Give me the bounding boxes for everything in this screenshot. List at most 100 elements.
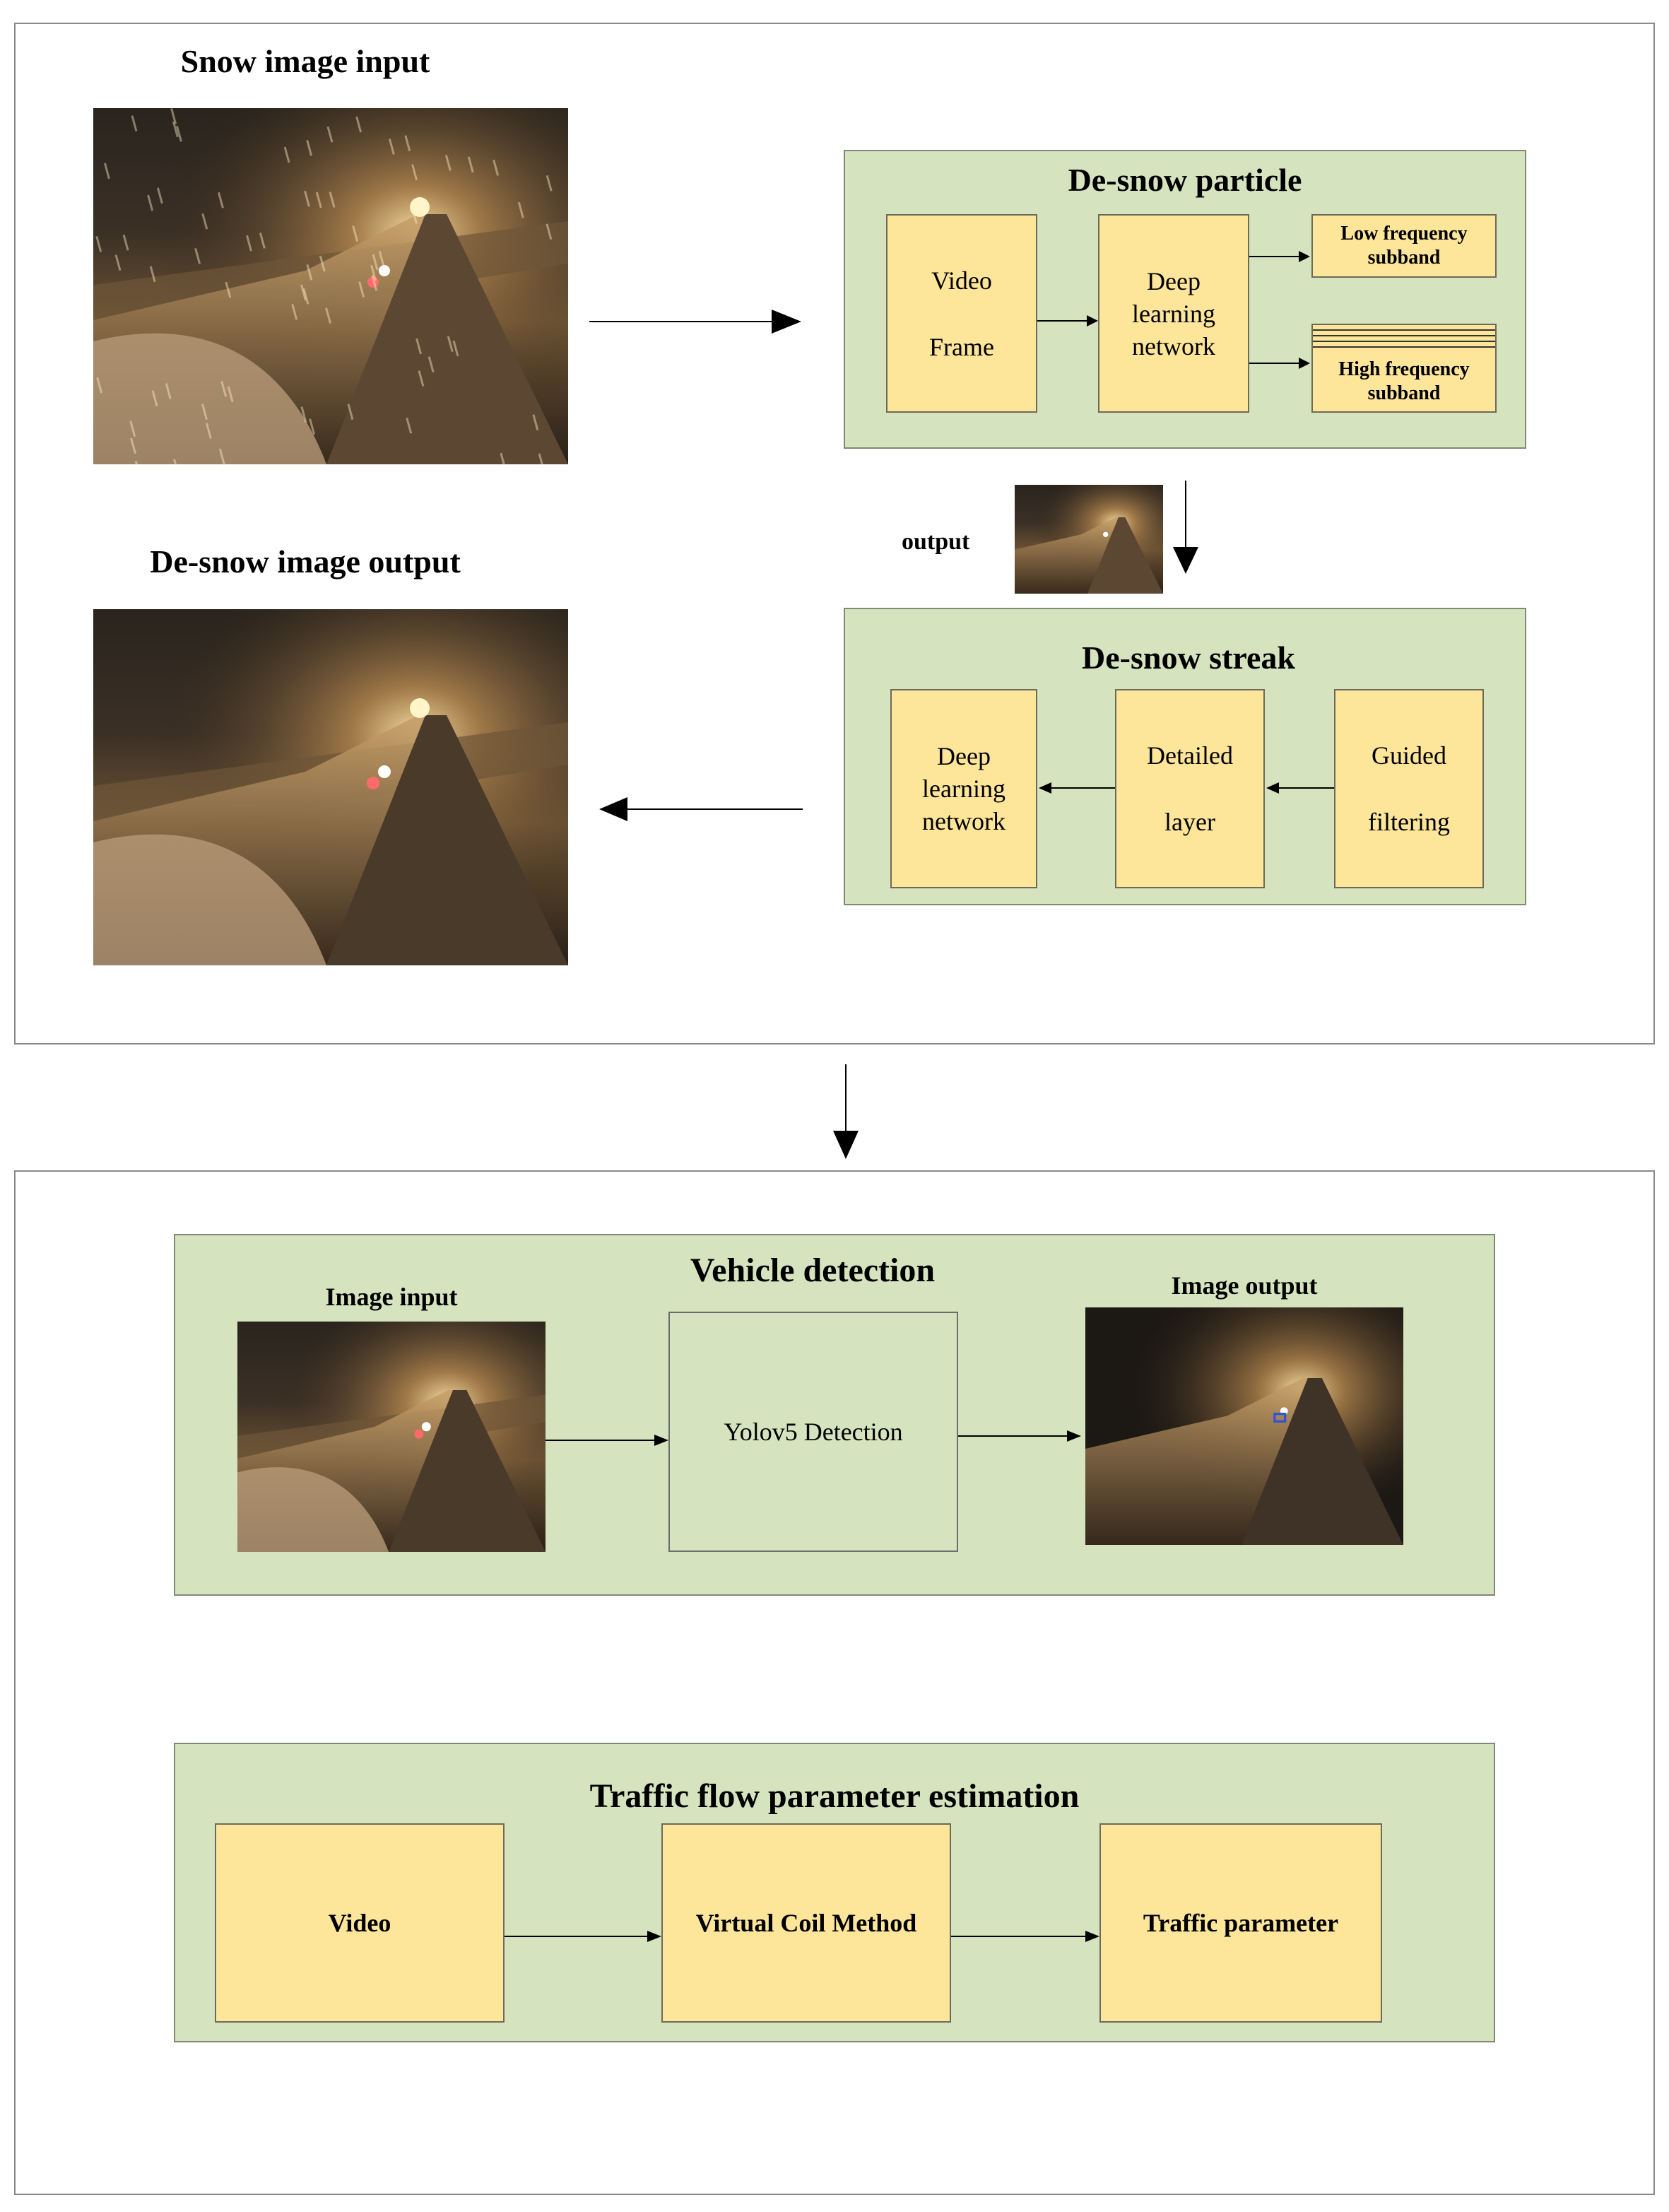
streak-deep-network-box: Deep learning network bbox=[890, 689, 1037, 888]
snow-streak bbox=[95, 235, 102, 252]
snow-streak bbox=[246, 235, 252, 252]
high-freq-line2: subband bbox=[1367, 382, 1441, 404]
snow-streak bbox=[355, 116, 362, 133]
snow-streak bbox=[545, 223, 553, 240]
image-output-label: Image output bbox=[1171, 1271, 1318, 1300]
snow-streak bbox=[444, 155, 452, 171]
arrow-to-detection-stage bbox=[833, 1064, 859, 1159]
desnow-streak-title: De-snow streak bbox=[1082, 640, 1295, 676]
desnow-output-image bbox=[93, 609, 568, 965]
snow-streak bbox=[304, 190, 310, 207]
video-box: Video bbox=[215, 1823, 505, 2023]
traffic-flow-title: Traffic flow parameter estimation bbox=[589, 1777, 1080, 1815]
snow-streak bbox=[315, 192, 322, 208]
snow-streak bbox=[517, 201, 524, 218]
snow-streak bbox=[358, 281, 365, 298]
snow-streak bbox=[129, 420, 136, 437]
snow-streak bbox=[165, 383, 172, 399]
arrow-to-streak bbox=[1173, 481, 1198, 574]
video-frame-line1: Video bbox=[931, 266, 992, 295]
desnow-particle-title: De-snow particle bbox=[1068, 162, 1302, 198]
snow-streak bbox=[371, 275, 378, 291]
snow-streak bbox=[378, 251, 385, 267]
snow-streak bbox=[500, 452, 505, 464]
snow-streak bbox=[201, 404, 208, 420]
high-freq-line1: High frequency bbox=[1338, 358, 1470, 380]
detection-arrows bbox=[545, 1430, 1081, 1446]
snow-streak bbox=[452, 340, 459, 357]
virtual-coil-label: Virtual Coil Method bbox=[695, 1909, 917, 1937]
guided-filtering-line1: Guided bbox=[1372, 741, 1446, 770]
snow-streak bbox=[114, 254, 122, 271]
snow-streak bbox=[352, 225, 359, 242]
snow-streak bbox=[319, 255, 326, 272]
yolov5-detection-label: Yolov5 Detection bbox=[724, 1418, 903, 1446]
output-label: output bbox=[902, 529, 970, 555]
detection-output-image bbox=[1085, 1307, 1403, 1545]
streak-deep-line2: learning bbox=[922, 775, 1005, 803]
snow-streak bbox=[147, 194, 154, 211]
snow-streak bbox=[103, 163, 110, 180]
snow-streak bbox=[370, 264, 377, 281]
particle-arrows bbox=[1037, 251, 1310, 369]
snow-streak bbox=[194, 247, 201, 264]
particle-deep-line3: network bbox=[1132, 331, 1215, 360]
snow-streak bbox=[532, 414, 539, 431]
snow-streak bbox=[372, 254, 379, 271]
snow-streak bbox=[326, 126, 334, 143]
snow-streak bbox=[96, 377, 103, 394]
snow-streak bbox=[218, 448, 225, 464]
snow-streak bbox=[173, 459, 177, 464]
snow-streak bbox=[220, 380, 228, 397]
snow-streak bbox=[175, 125, 182, 142]
snow-streak bbox=[225, 281, 232, 298]
snow-streak bbox=[309, 418, 316, 435]
snow-streak bbox=[227, 386, 234, 403]
snow-streak bbox=[291, 303, 298, 320]
snow-streak bbox=[467, 156, 474, 173]
snow-streak bbox=[427, 356, 435, 373]
particle-deep-line2: learning bbox=[1132, 299, 1215, 328]
detailed-layer-box: Detailed layer bbox=[1115, 689, 1265, 888]
snow-streak bbox=[545, 175, 553, 192]
traffic-parameter-label: Traffic parameter bbox=[1143, 1909, 1339, 1937]
snow-streak bbox=[170, 108, 177, 124]
snow-streak bbox=[156, 187, 163, 204]
high-freq-stripes bbox=[1313, 325, 1495, 351]
snow-streak bbox=[302, 288, 309, 305]
arrow-to-particle bbox=[589, 310, 801, 334]
video-frame-line2: Frame bbox=[929, 332, 994, 361]
vehicle-detection-bbox bbox=[1273, 1413, 1287, 1423]
snow-streak bbox=[149, 266, 156, 283]
snow-streak bbox=[172, 121, 179, 138]
snow-streak bbox=[388, 139, 395, 155]
snow-streak bbox=[411, 164, 418, 181]
guided-filtering-box: Guided filtering bbox=[1334, 689, 1484, 888]
snow-streak bbox=[259, 233, 266, 249]
video-label: Video bbox=[328, 1909, 391, 1937]
arrow-to-output bbox=[599, 797, 803, 821]
detection-input-image bbox=[237, 1322, 545, 1552]
traffic-parameter-box: Traffic parameter bbox=[1099, 1823, 1382, 2023]
snow-streak bbox=[415, 338, 423, 355]
snow-streak bbox=[130, 437, 136, 454]
snow-streak bbox=[406, 417, 413, 434]
intermediate-output-thumbnail bbox=[1015, 485, 1163, 594]
snow-streak bbox=[131, 115, 138, 131]
detailed-layer-line2: layer bbox=[1164, 808, 1215, 836]
high-frequency-subband-box: High frequency subband bbox=[1311, 324, 1497, 413]
low-freq-line1: Low frequency bbox=[1340, 223, 1468, 245]
snow-streak bbox=[306, 264, 313, 281]
guided-filtering-line2: filtering bbox=[1368, 808, 1450, 836]
snow-streak bbox=[418, 370, 425, 387]
snow-streak bbox=[300, 284, 307, 301]
streak-arrows bbox=[1039, 782, 1334, 794]
snow-streak bbox=[447, 336, 454, 353]
particle-deep-line1: Deep bbox=[1147, 266, 1201, 295]
snow-streak bbox=[151, 390, 158, 407]
low-freq-line2: subband bbox=[1367, 247, 1441, 269]
desnow-output-title: De-snow image output bbox=[150, 543, 461, 580]
image-input-label: Image input bbox=[325, 1283, 458, 1311]
snow-streak bbox=[218, 192, 224, 208]
particle-deep-network-box: Deep learning network bbox=[1098, 214, 1249, 413]
